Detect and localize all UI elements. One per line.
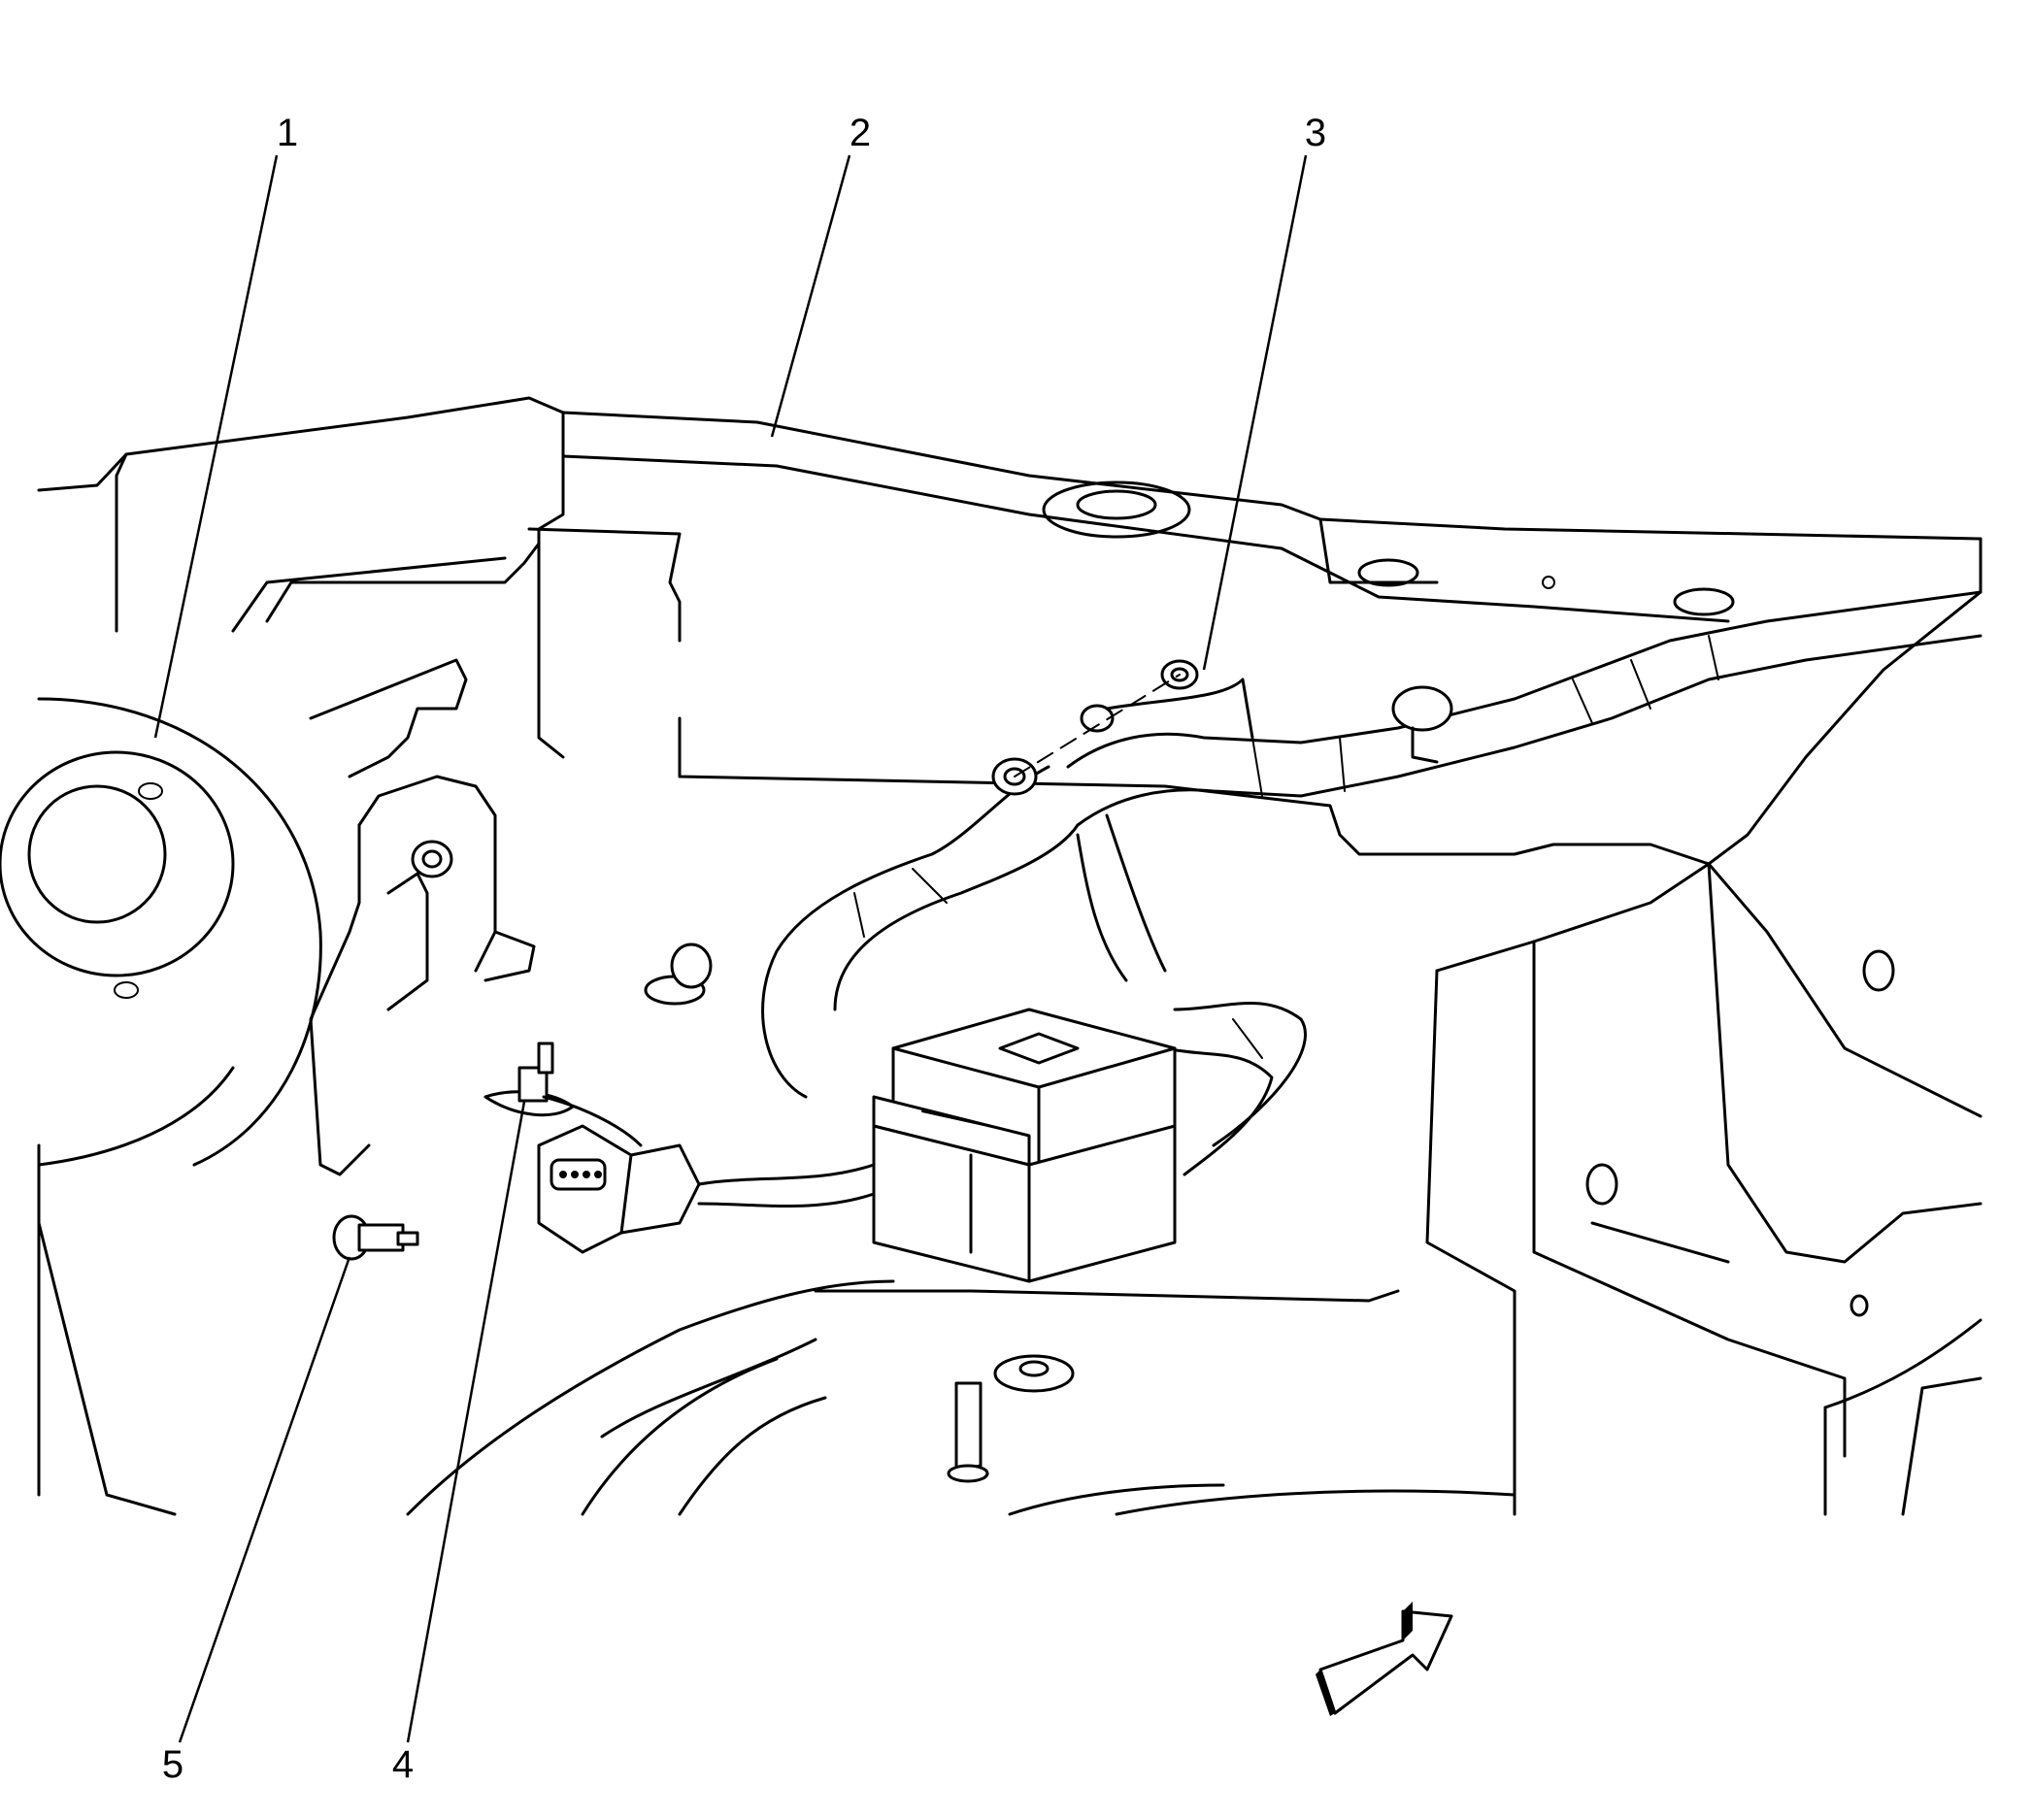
- strut-tower: [0, 697, 322, 1516]
- callout-4: 4: [391, 1743, 415, 1786]
- right-panel: [1425, 862, 1983, 1516]
- mounting-bracket: [309, 658, 536, 1176]
- bolt: [332, 1214, 419, 1261]
- ground-stud: [483, 1042, 643, 1147]
- leader-lines: [153, 154, 1308, 1743]
- electrical-connector: [537, 1124, 876, 1254]
- callout-5: 5: [161, 1743, 184, 1786]
- lower-structure: [406, 943, 1983, 1516]
- callout-2: 2: [849, 112, 872, 154]
- ground-eyelet: [991, 659, 1254, 796]
- callout-1: 1: [276, 112, 299, 154]
- front-direction-arrow-icon: [1316, 1602, 1453, 1716]
- relay-block: [872, 1008, 1177, 1283]
- callout-3: 3: [1304, 112, 1327, 154]
- wiring-harness: [761, 590, 1983, 1176]
- cowl-panel: [37, 396, 1983, 866]
